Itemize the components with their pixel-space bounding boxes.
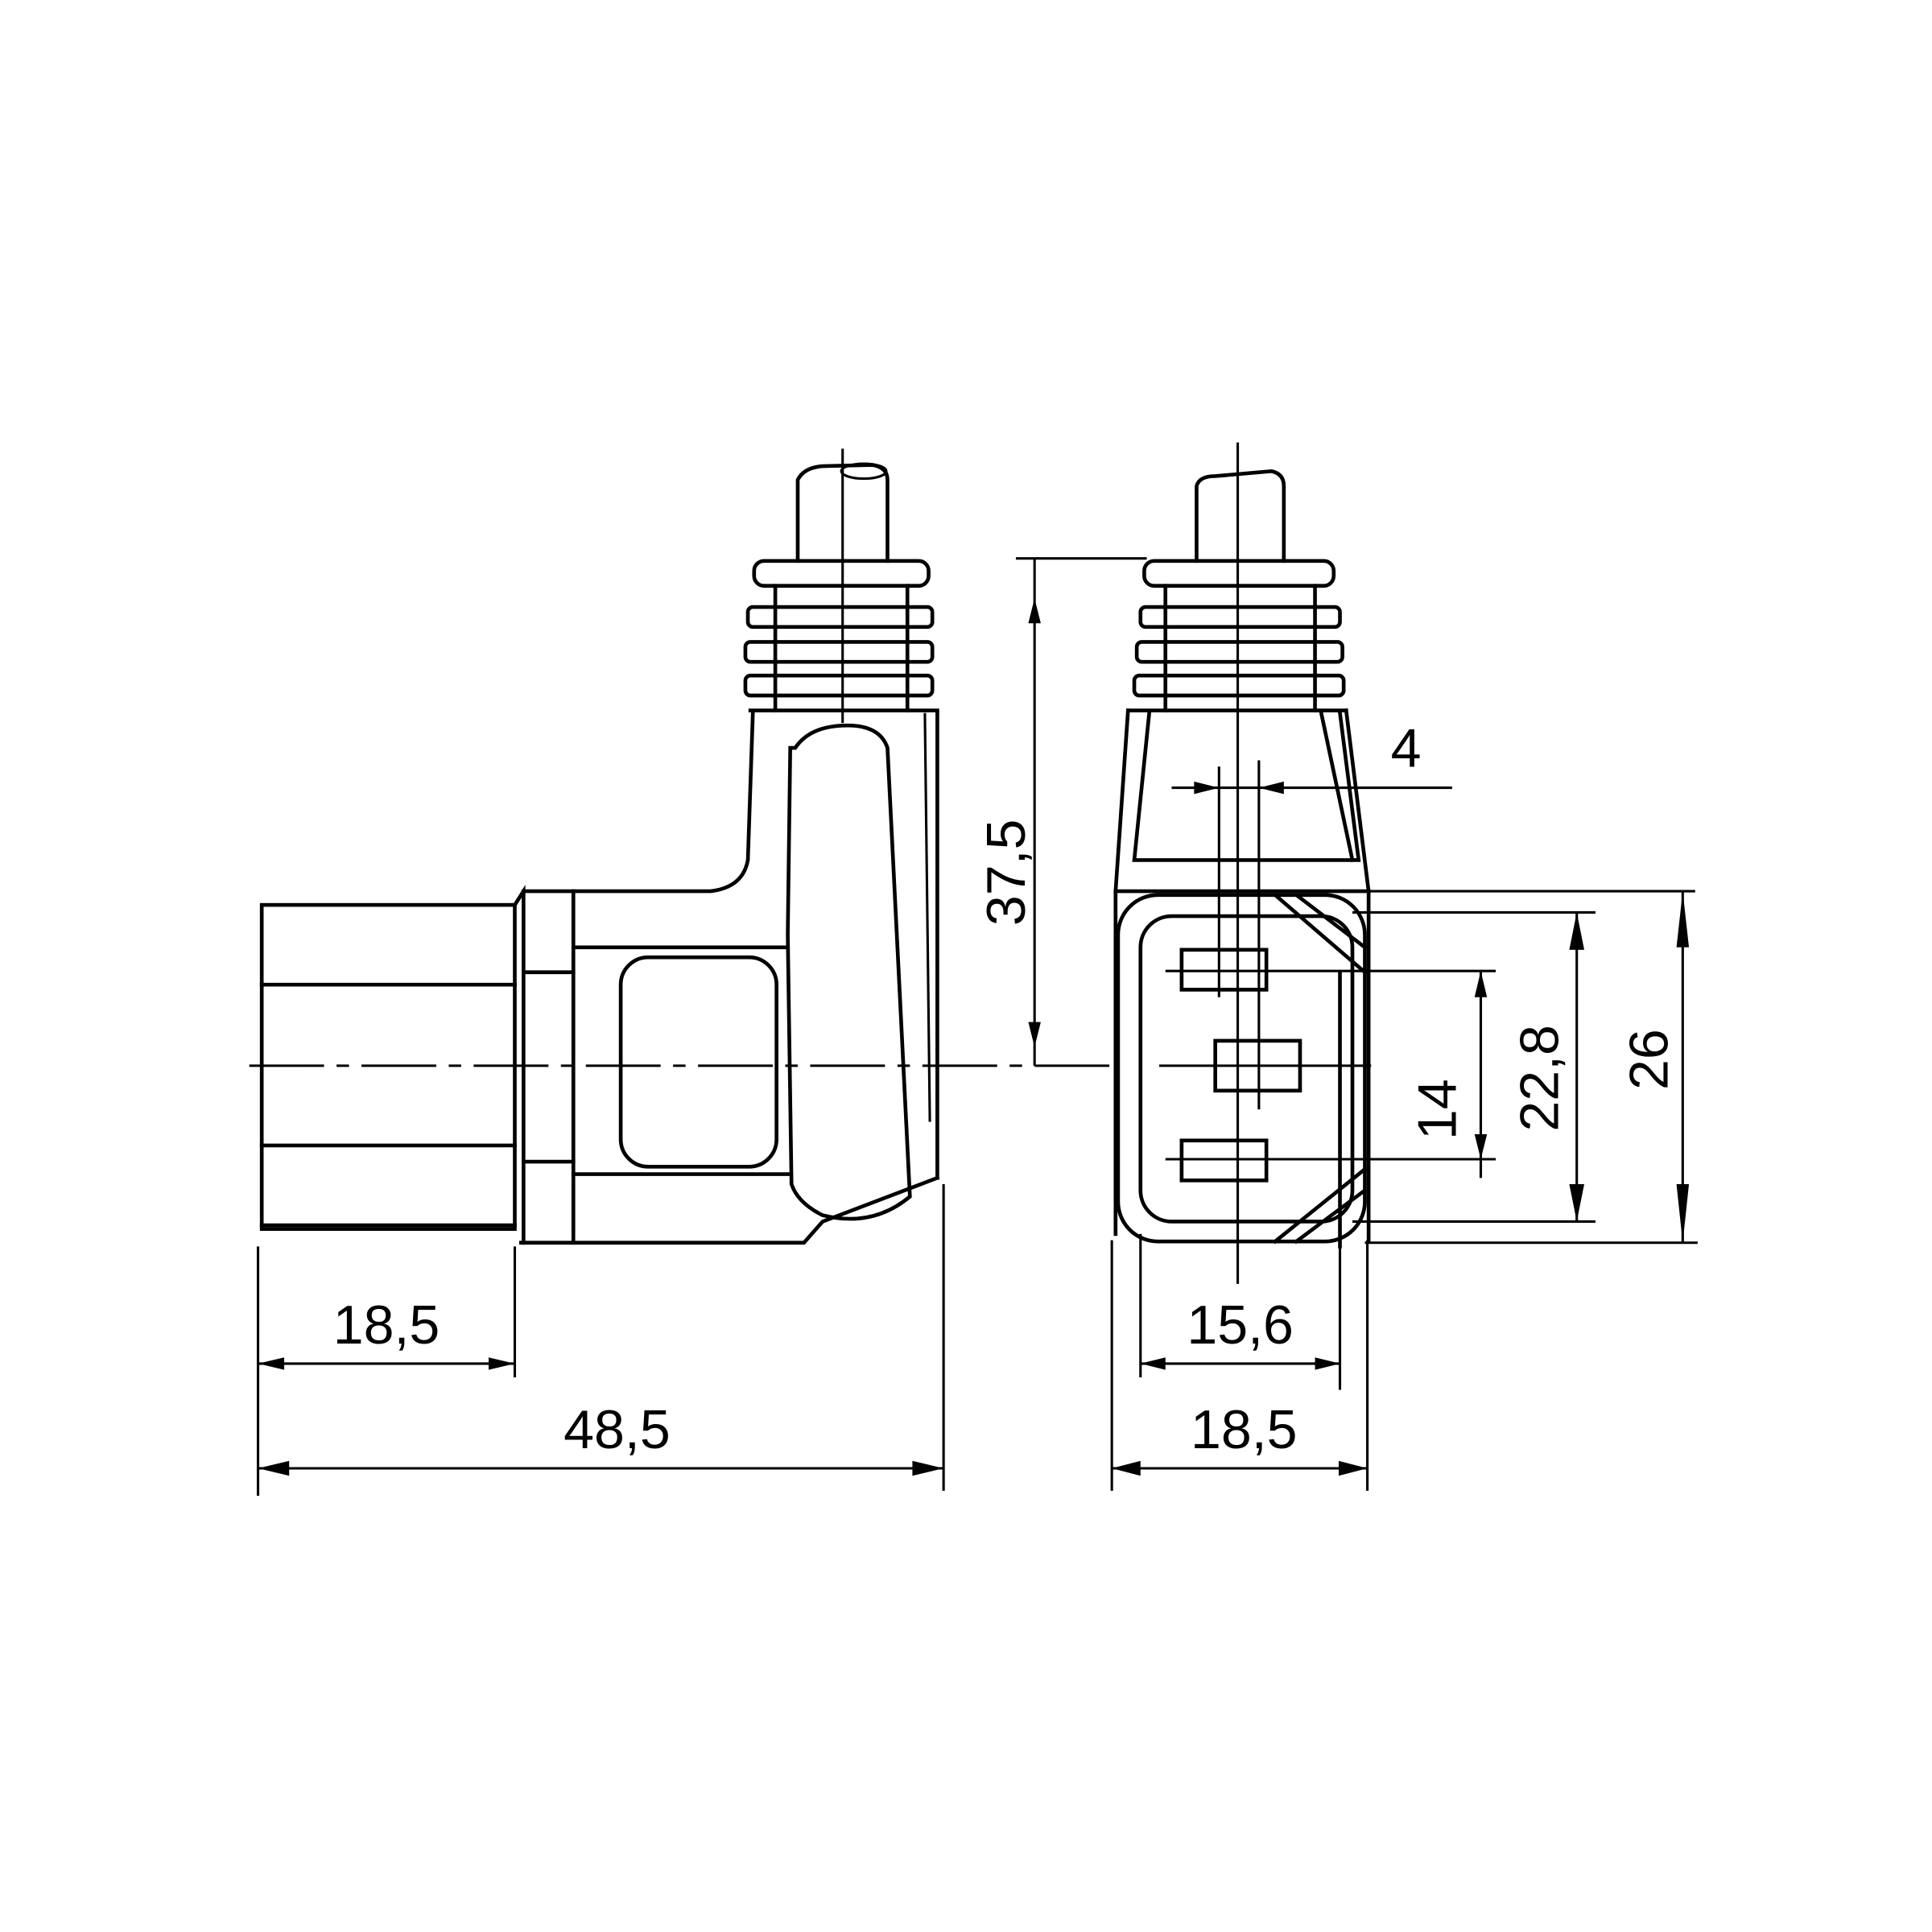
label-pin-spacing: 14 [1407,1079,1468,1140]
plug-body [259,885,790,1245]
strain-relief-front [1125,559,1348,712]
label-plug-length: 18,5 [333,1294,440,1356]
dim-inner-height: 22,8 [1352,910,1596,1223]
dim-plug-length: 18,5 [256,1246,517,1496]
label-outer-width: 18,5 [1191,1399,1298,1460]
dim-pin-spacing: 14 [1407,971,1488,1179]
dim-outer-height: 26 [1364,890,1698,1245]
dim-pin-width: 4 [1171,717,1452,795]
label-height-to-axis: 37,5 [976,819,1037,927]
dim-inner-width: 15,6 [1139,1233,1342,1390]
cable-front [1195,442,1286,1284]
dim-overall-length: 48,5 [258,1183,945,1491]
label-inner-height: 22,8 [1509,1025,1570,1132]
label-outer-height: 26 [1619,1029,1680,1090]
angled-body [518,711,940,1245]
side-view: 18,5 48,5 37,5 [249,448,1147,1496]
label-overall-length: 48,5 [564,1399,671,1460]
front-view: 4 14 22,8 26 [1110,442,1698,1491]
label-inner-width: 15,6 [1187,1294,1294,1356]
label-pin-width: 4 [1391,717,1422,778]
grip-recess [618,955,778,1169]
body-front [1113,708,1371,1242]
socket-face [1116,760,1496,1249]
dim-outer-width: 18,5 [1110,1240,1369,1491]
dim-height-to-axis: 37,5 [976,557,1147,1066]
